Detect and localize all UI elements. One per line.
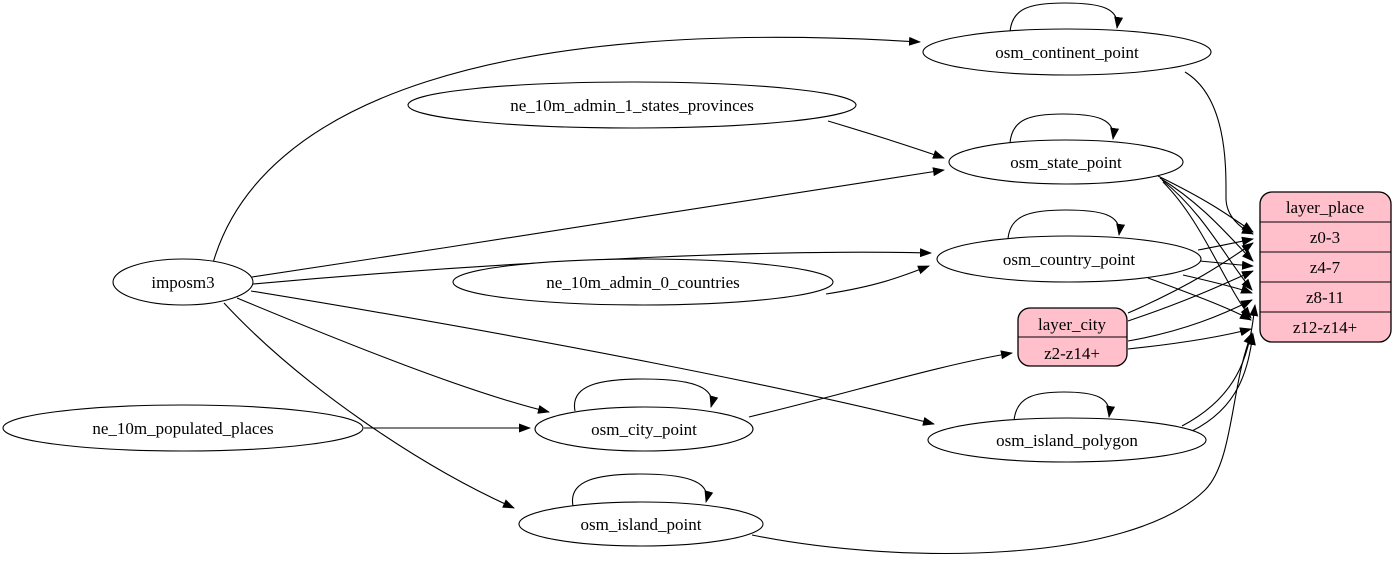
edge-imposm3-osm_continent_point <box>212 36 921 264</box>
osm_city_point-ellipse <box>534 406 754 452</box>
node-osm_continent_point: osm_continent_point <box>922 28 1212 76</box>
node-layer_place: layer_place z0-3 z4-7 z8-11 z12-z14+ <box>1259 191 1392 343</box>
edge-osm_country_point-layer_place-z0-3 <box>1197 236 1254 251</box>
ne_10m_admin_0_countries-ellipse <box>452 258 834 306</box>
layer_place-row-z12-z14: z12-z14+ <box>1293 318 1357 337</box>
node-osm_island_polygon: osm_island_polygon <box>927 417 1207 463</box>
edge-layer_city-layer_place-z0-3 <box>1127 242 1254 314</box>
edge-imposm3-osm_island_polygon <box>250 290 935 426</box>
node-osm_city_point: osm_city_point <box>534 406 754 452</box>
edge-osm_city_point-layer_city-z2-z14 <box>748 350 1013 418</box>
selfloop-osm_island_polygon <box>1013 391 1116 422</box>
layer_place-box <box>1259 191 1392 343</box>
selfloop-osm_state_point <box>1009 113 1120 144</box>
node-ne_10m_admin_0_countries: ne_10m_admin_0_countries <box>452 258 834 306</box>
osm_island_point-ellipse <box>518 501 764 547</box>
edge-osm_island_point-layer_place-z12-z14 <box>751 332 1253 555</box>
osm_island_polygon-label: osm_island_polygon <box>996 431 1138 450</box>
edge-layer_city-layer_place-z4-7 <box>1127 270 1254 322</box>
layer_city-title: layer_city <box>1038 315 1106 334</box>
layer_place-row-z4-7: z4-7 <box>1310 258 1341 277</box>
node-ne_10m_populated_places: ne_10m_populated_places <box>2 404 364 452</box>
node-ne_10m_admin_1_states_provinces: ne_10m_admin_1_states_provinces <box>407 81 857 129</box>
osm_island_polygon-ellipse <box>927 417 1207 463</box>
selfloop-osm_city_point <box>573 378 719 412</box>
imposm3-label: imposm3 <box>151 273 214 292</box>
node-osm_island_point: osm_island_point <box>518 501 764 547</box>
layer_city-row-z2-z14: z2-z14+ <box>1044 344 1100 363</box>
ne_10m_admin_1_states_provinces-ellipse <box>407 81 857 129</box>
edge-layer_city-layer_place-z8-11 <box>1127 299 1253 342</box>
ne_10m_admin_1_states_provinces-label: ne_10m_admin_1_states_provinces <box>510 96 754 115</box>
osm_continent_point-ellipse <box>922 28 1212 76</box>
osm_state_point-label: osm_state_point <box>1010 153 1122 172</box>
layer_place-title: layer_place <box>1286 198 1364 217</box>
osm_island_point-label: osm_island_point <box>581 515 702 534</box>
edge-imposm3-osm_island_point <box>223 302 515 509</box>
edge-osm_country_point-layer_place-z4-7 <box>1199 260 1254 270</box>
osm_continent_point-label: osm_continent_point <box>995 43 1139 62</box>
osm_city_point-label: osm_city_point <box>591 420 697 439</box>
edge-osm_island_polygon-layer_place-z12-z14 <box>1191 333 1256 432</box>
edge-osm_state_point-layer_place-z0-3 <box>1157 175 1254 233</box>
selfloop-osm_island_point <box>571 473 714 507</box>
edge-ne_10m_admin_1_states_provinces-osm_state_point <box>827 120 945 159</box>
osm_country_point-label: osm_country_point <box>1003 250 1135 269</box>
osm_country_point-ellipse <box>936 235 1202 283</box>
edge-osm_island_polygon-layer_place-z8-11 <box>1181 304 1259 427</box>
edge-layer <box>212 2 1259 555</box>
ne_10m_populated_places-ellipse <box>2 404 364 452</box>
edge-imposm3-osm_state_point <box>251 167 945 278</box>
osm_state_point-ellipse <box>948 139 1184 185</box>
edge-osm_country_point-layer_place-z12-z14 <box>1147 277 1252 321</box>
layer_place-row-z0-3: z0-3 <box>1310 228 1340 247</box>
node-layer_city: layer_city z2-z14+ <box>1017 307 1128 367</box>
selfloop-osm_country_point <box>1007 209 1126 240</box>
node-osm_country_point: osm_country_point <box>936 235 1202 283</box>
ne_10m_admin_0_countries-label: ne_10m_admin_0_countries <box>546 273 740 292</box>
selfloop-osm_continent_point <box>1009 2 1124 33</box>
layer_place-row-z8-11: z8-11 <box>1306 288 1344 307</box>
ne_10m_populated_places-label: ne_10m_populated_places <box>92 419 273 438</box>
edge-ne_10m_admin_0_countries-osm_country_point <box>825 265 930 295</box>
edge-osm_country_point-layer_place-z8-11 <box>1182 274 1253 294</box>
edge-imposm3-osm_city_point <box>236 297 550 414</box>
node-imposm3: imposm3 <box>112 258 254 306</box>
edge-imposm3-osm_country_point <box>252 248 932 285</box>
node-osm_state_point: osm_state_point <box>948 139 1184 185</box>
edge-layer_city-layer_place-z12-z14 <box>1127 327 1252 350</box>
edge-osm_continent_point-layer_place-z0-3 <box>1184 71 1254 235</box>
imposm3-ellipse <box>112 258 254 306</box>
